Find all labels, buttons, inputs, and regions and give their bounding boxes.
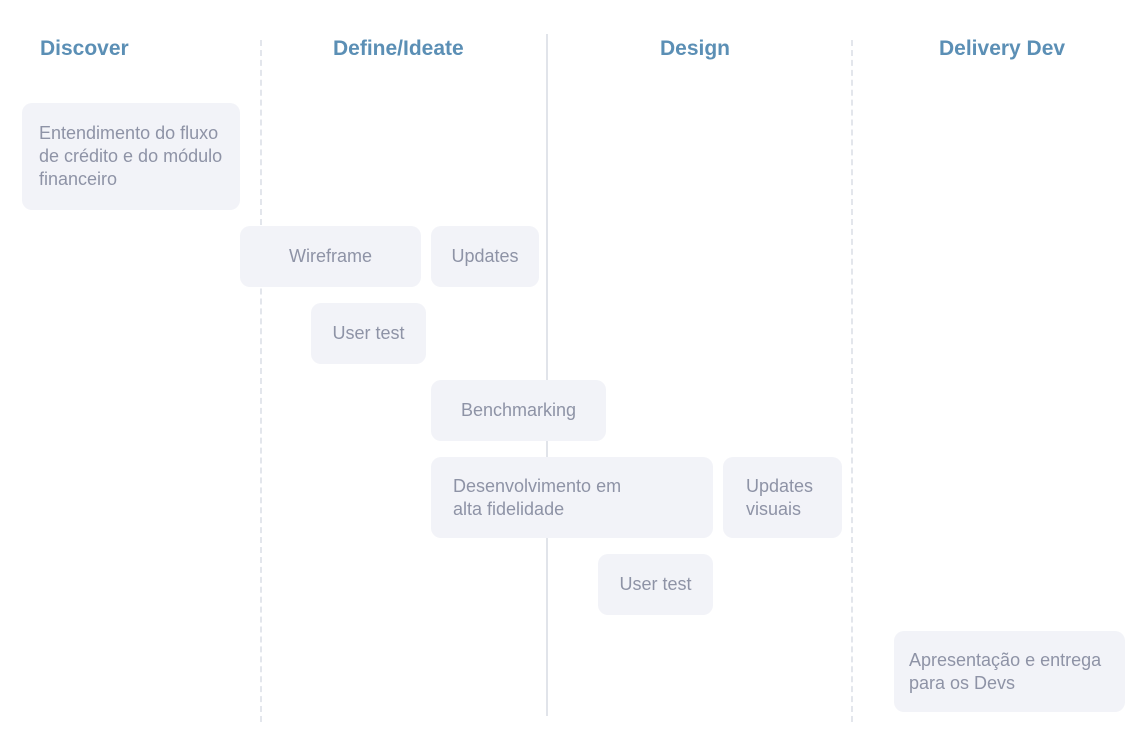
- divider-design-delivery: [851, 40, 853, 722]
- divider-discover-define: [260, 40, 262, 722]
- card-benchmarking: Benchmarking: [431, 380, 606, 441]
- card-entendimento: Entendimento do fluxo de crédito e do mó…: [22, 103, 240, 210]
- card-wireframe-label: Wireframe: [288, 246, 372, 266]
- card-updates-visuais-label: Updates visuais: [746, 475, 814, 519]
- divider-define-design: [546, 34, 548, 716]
- card-entendimento-label: Entendimento do fluxo de crédito e do mó…: [39, 123, 223, 189]
- card-updates: Updates: [431, 226, 539, 287]
- card-updates-visuais: Updates visuais: [723, 457, 842, 538]
- phase-title-delivery-dev: Delivery Dev: [939, 37, 1066, 60]
- card-benchmarking-label: Benchmarking: [460, 400, 577, 420]
- phase-title-define-ideate: Define/Ideate: [333, 37, 464, 60]
- card-user-test-2: User test: [598, 554, 713, 615]
- card-apresentacao-label: Apresentação e entrega para os Devs: [909, 649, 1102, 693]
- card-updates-label: Updates: [451, 246, 519, 266]
- card-user-test-1: User test: [311, 303, 426, 364]
- phase-title-design: Design: [660, 37, 731, 60]
- card-desenvolvimento-label: Desenvolvimento em alta fidelidade: [453, 475, 622, 519]
- card-user-test-2-label: User test: [619, 574, 692, 594]
- card-desenvolvimento: Desenvolvimento em alta fidelidade: [431, 457, 713, 538]
- card-user-test-1-label: User test: [332, 323, 405, 343]
- phase-title-discover: Discover: [40, 37, 129, 60]
- card-wireframe: Wireframe: [240, 226, 421, 287]
- card-apresentacao: Apresentação e entrega para os Devs: [894, 631, 1125, 712]
